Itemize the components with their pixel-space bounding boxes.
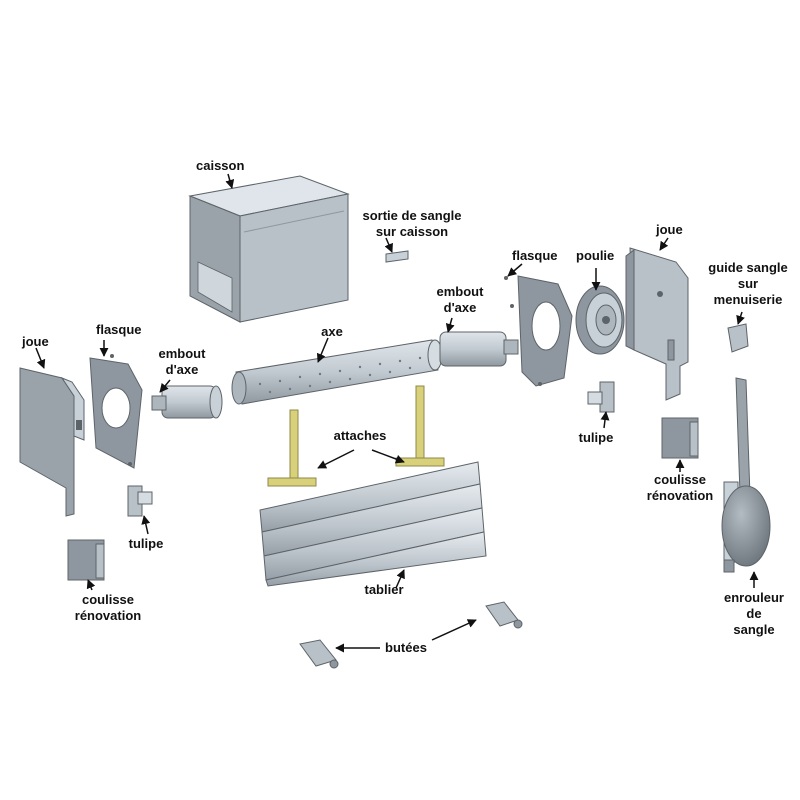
tulipe-right-part (587, 381, 615, 413)
attaches-part (267, 385, 445, 487)
label-embout-left-2: d'axe (166, 362, 199, 377)
joue-right-part (625, 247, 689, 401)
label-guide-3: menuiserie (714, 292, 783, 307)
label-guide-1: guide sangle (708, 260, 787, 275)
label-embout-right-2: d'axe (444, 300, 477, 315)
tablier-part (259, 461, 487, 587)
sortie-sangle-part (385, 250, 409, 263)
label-enrouleur-1: enrouleur (724, 590, 784, 605)
label-sortie-1: sortie de sangle (363, 208, 462, 223)
poulie-part (575, 285, 625, 355)
label-coulisse-left-2: rénovation (75, 608, 142, 623)
label-tulipe-right: tulipe (579, 430, 614, 445)
labels: caisson sortie de sangle sur caisson jou… (21, 158, 788, 655)
embout-left-part (151, 385, 223, 419)
label-joue-right: joue (655, 222, 683, 237)
flasque-right-part (504, 275, 573, 387)
label-joue-left: joue (21, 334, 49, 349)
label-flasque-left: flasque (96, 322, 142, 337)
tulipe-left-part (127, 485, 153, 517)
label-coulisse-right-2: rénovation (647, 488, 714, 503)
arrows (35, 173, 759, 653)
label-sortie-2: sur caisson (376, 224, 448, 239)
label-flasque-right: flasque (512, 248, 558, 263)
caisson-part (188, 175, 350, 323)
label-caisson: caisson (196, 158, 244, 173)
label-axe: axe (321, 324, 343, 339)
label-embout-right-1: embout (437, 284, 485, 299)
label-tulipe-left: tulipe (129, 536, 164, 551)
axe-part (231, 339, 443, 405)
coulisse-left-part (67, 539, 105, 581)
butees-part (299, 601, 523, 669)
coulisse-right-part (661, 417, 699, 459)
label-embout-left-1: embout (159, 346, 207, 361)
label-guide-2: sur (738, 276, 758, 291)
label-enrouleur-3: sangle (733, 622, 774, 637)
label-coulisse-left-1: coulisse (82, 592, 134, 607)
label-tablier: tablier (364, 582, 403, 597)
guide-sangle-part (727, 323, 749, 353)
embout-right-part (439, 331, 519, 367)
label-butees: butées (385, 640, 427, 655)
flasque-left-part (89, 354, 143, 469)
joue-left-part (19, 367, 85, 517)
label-coulisse-right-1: coulisse (654, 472, 706, 487)
label-attaches: attaches (334, 428, 387, 443)
enrouleur-part (721, 377, 771, 573)
label-enrouleur-2: de (746, 606, 761, 621)
label-poulie: poulie (576, 248, 614, 263)
